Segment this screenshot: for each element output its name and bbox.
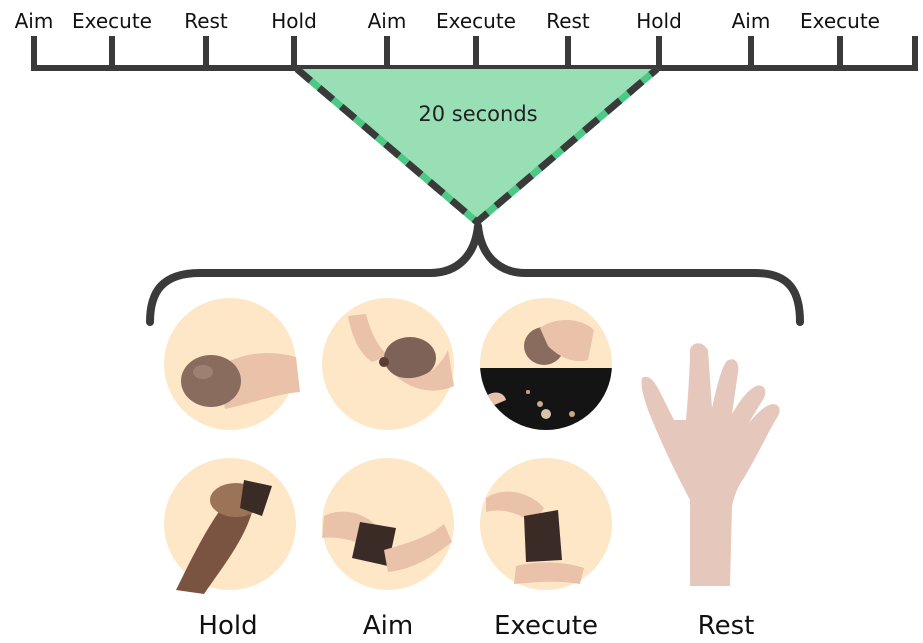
timeline-label-aim: Aim (732, 9, 771, 33)
execute-photo-flake (480, 458, 612, 590)
phase-label-hold: Hold (198, 611, 257, 641)
hold-photo-stone (164, 298, 300, 430)
timeline-label-rest: Rest (184, 9, 228, 33)
hold-photo-flake (164, 458, 296, 594)
aim-photo-stone (322, 298, 454, 430)
cycle-zoom-triangle: 20 seconds (297, 69, 657, 222)
phase-label-rest: Rest (698, 611, 755, 641)
phase-label-execute: Execute (494, 611, 598, 641)
timeline-label-hold: Hold (271, 9, 317, 33)
duration-label: 20 seconds (418, 102, 537, 126)
timeline-label-execute: Execute (436, 9, 516, 33)
timeline-label-aim: Aim (15, 9, 54, 33)
phase-label-aim: Aim (363, 611, 413, 641)
timeline: Aim Execute Rest Hold Aim Execute Rest H… (15, 9, 918, 71)
timeline-label-rest: Rest (546, 9, 590, 33)
timeline-label-execute: Execute (72, 9, 152, 33)
aim-photo-flake (322, 458, 454, 590)
triangle-fill (297, 69, 657, 222)
timeline-label-hold: Hold (636, 9, 682, 33)
rest-photo-hand (641, 343, 779, 586)
execute-photo-stone (480, 298, 612, 430)
timeline-label-aim: Aim (368, 9, 407, 33)
timeline-label-execute: Execute (800, 9, 880, 33)
